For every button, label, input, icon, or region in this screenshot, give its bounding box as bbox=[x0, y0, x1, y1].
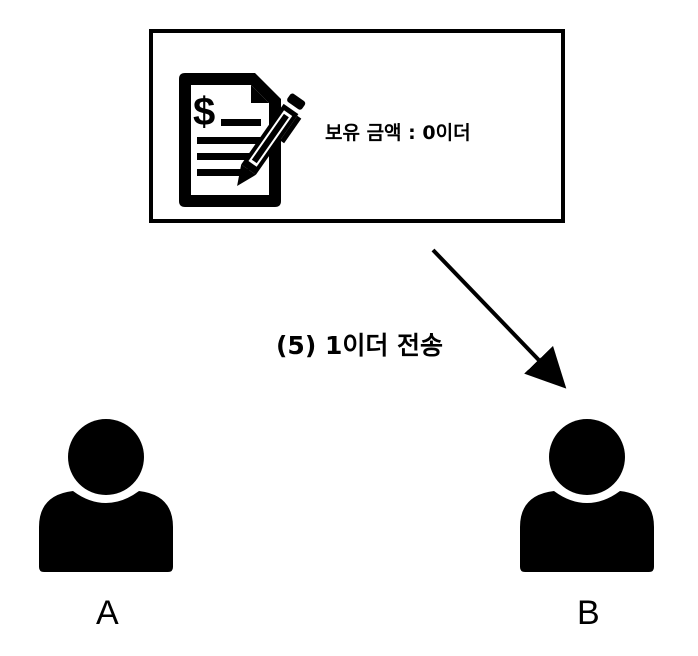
user-a-label: A bbox=[96, 594, 119, 632]
user-a-person-icon bbox=[39, 419, 173, 572]
contract-document-with-pen-icon: $ bbox=[179, 73, 306, 207]
contract-balance-text: 보유 금액 : 0이더 bbox=[325, 122, 471, 144]
smart-contract-box: $ 보유 금액 : 0이더 bbox=[149, 29, 565, 223]
user-b-person-icon bbox=[520, 419, 654, 572]
transfer-arrow-line bbox=[431, 248, 567, 389]
svg-text:$: $ bbox=[193, 90, 215, 134]
user-b-label: B bbox=[577, 594, 600, 632]
transfer-label: (5) 1이더 전송 bbox=[276, 331, 444, 360]
